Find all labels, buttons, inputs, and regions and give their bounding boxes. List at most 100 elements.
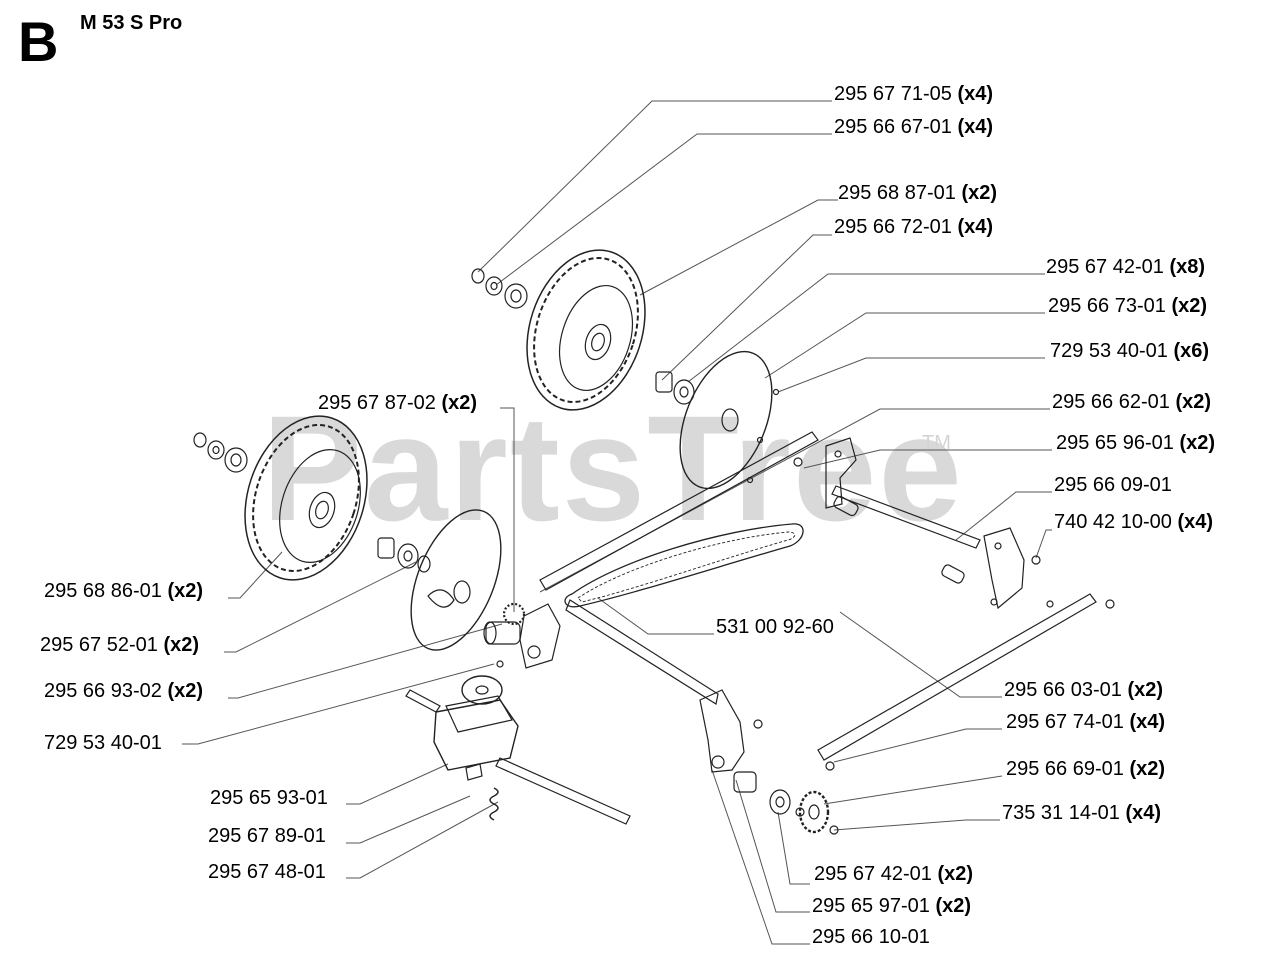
- bearing: [673, 379, 695, 405]
- bearing: [224, 447, 248, 473]
- leader-line: [1035, 529, 1052, 559]
- wheel-left: [244, 415, 368, 581]
- washer: [485, 276, 503, 296]
- leader-line: [735, 779, 810, 913]
- part-label[interactable]: 531 00 92-60: [716, 616, 834, 638]
- bushing: [733, 771, 757, 793]
- pinion-gear-top: [502, 602, 526, 626]
- part-label[interactable]: 740 42 10-00 (x4): [1054, 511, 1214, 533]
- bearing-inner: [510, 289, 522, 303]
- part-label[interactable]: 295 66 73-01 (x2): [1048, 295, 1208, 317]
- wheel-cover-left: [410, 509, 502, 651]
- hub-body: [485, 621, 521, 645]
- watermark-tm: TM: [922, 432, 951, 454]
- wheel-right: [526, 249, 646, 411]
- washer-hole: [212, 445, 220, 455]
- screw: [496, 660, 504, 668]
- part-label[interactable]: 295 67 71-05 (x4): [834, 83, 994, 105]
- part-label[interactable]: 295 66 67-01 (x4): [834, 116, 994, 138]
- part-label[interactable]: 295 67 89-01: [208, 825, 326, 847]
- part-label[interactable]: 295 67 87-02 (x2): [318, 392, 478, 414]
- leader-line: [539, 408, 1050, 593]
- leader-line: [495, 133, 832, 286]
- wheel-hub: [584, 323, 612, 361]
- bearing-inner: [679, 386, 689, 398]
- leader-line: [833, 728, 1002, 763]
- part-label[interactable]: 295 67 52-01 (x2): [40, 634, 200, 656]
- bushing: [655, 371, 673, 393]
- part-label[interactable]: 295 66 09-01: [1054, 474, 1172, 496]
- washer: [1105, 599, 1115, 609]
- spring: [489, 787, 499, 821]
- part-label[interactable]: 295 66 69-01 (x2): [1006, 758, 1166, 780]
- wheel-rim: [559, 284, 633, 392]
- leader-line: [777, 811, 810, 885]
- bushing-right: [655, 371, 695, 405]
- wheel-hub: [308, 491, 336, 529]
- part-label[interactable]: 295 68 86-01 (x2): [44, 580, 204, 602]
- part-label[interactable]: 295 67 42-01 (x2): [814, 863, 974, 885]
- washer: [417, 555, 431, 573]
- bearing-inner: [403, 550, 413, 562]
- leader-line: [839, 611, 1002, 698]
- drive-hub: [483, 621, 521, 645]
- leader-line: [833, 819, 1000, 831]
- cover-center: [453, 580, 471, 604]
- axle-drive: [495, 757, 631, 825]
- part-label[interactable]: 295 65 96-01 (x2): [1056, 432, 1216, 454]
- part-label[interactable]: 295 65 93-01: [210, 787, 328, 809]
- leader-line: [597, 597, 714, 635]
- cover-slot: [427, 589, 455, 608]
- drive-gear-hub: [808, 804, 820, 820]
- bracket-hole: [994, 542, 1002, 550]
- cover-disc: [679, 350, 773, 490]
- part-label[interactable]: 735 31 14-01 (x4): [1002, 802, 1162, 824]
- wheel-tire: [244, 415, 368, 581]
- bearing-inner: [230, 453, 242, 467]
- bushing: [941, 564, 965, 584]
- part-label[interactable]: 295 66 62-01 (x2): [1052, 391, 1212, 413]
- screw: [756, 436, 764, 444]
- part-label[interactable]: 295 67 42-01 (x8): [1046, 256, 1206, 278]
- brackets: [519, 437, 1025, 773]
- bracket-hole: [990, 598, 998, 606]
- part-label[interactable]: 729 53 40-01: [44, 732, 162, 754]
- leader-line: [228, 623, 503, 699]
- bearing: [504, 283, 528, 309]
- part-label[interactable]: 295 66 93-02 (x2): [44, 680, 204, 702]
- leader-line: [777, 357, 1045, 393]
- wheel-hub-inner: [591, 332, 605, 352]
- bracket-hole: [711, 755, 725, 769]
- part-label[interactable]: 295 66 10-01: [812, 926, 930, 948]
- washer: [207, 440, 225, 460]
- drive-belt: [564, 523, 804, 608]
- bearing: [397, 543, 419, 569]
- bushing: [377, 537, 395, 559]
- part-label[interactable]: 295 65 97-01 (x2): [812, 895, 972, 917]
- bracket-center: [699, 689, 745, 773]
- nut: [471, 268, 485, 284]
- wheel-tire: [526, 249, 646, 411]
- leader-line: [955, 491, 1052, 541]
- part-label[interactable]: 295 68 87-01 (x2): [838, 182, 998, 204]
- leader-line: [477, 100, 832, 273]
- bushing-left: [377, 537, 431, 573]
- leader-line: [346, 763, 449, 805]
- bushing: [833, 495, 859, 517]
- bearing: [769, 789, 791, 815]
- part-label[interactable]: 729 53 40-01 (x6): [1050, 340, 1210, 362]
- part-label[interactable]: 295 66 72-01 (x4): [834, 216, 994, 238]
- bracket-hole: [527, 645, 541, 659]
- part-label[interactable]: 295 67 48-01: [208, 861, 326, 883]
- leader-line: [346, 801, 499, 879]
- drive-belt-inner: [577, 531, 796, 603]
- part-label[interactable]: 295 67 74-01 (x4): [1006, 711, 1166, 733]
- axles: [495, 431, 1097, 825]
- leader-line: [764, 312, 1045, 379]
- hub-end: [483, 621, 497, 645]
- support-bar: [831, 485, 981, 549]
- wheel-hub-inner: [315, 500, 329, 520]
- axle-upper: [539, 431, 819, 591]
- part-label[interactable]: 295 66 03-01 (x2): [1004, 679, 1164, 701]
- cover-center: [721, 408, 739, 432]
